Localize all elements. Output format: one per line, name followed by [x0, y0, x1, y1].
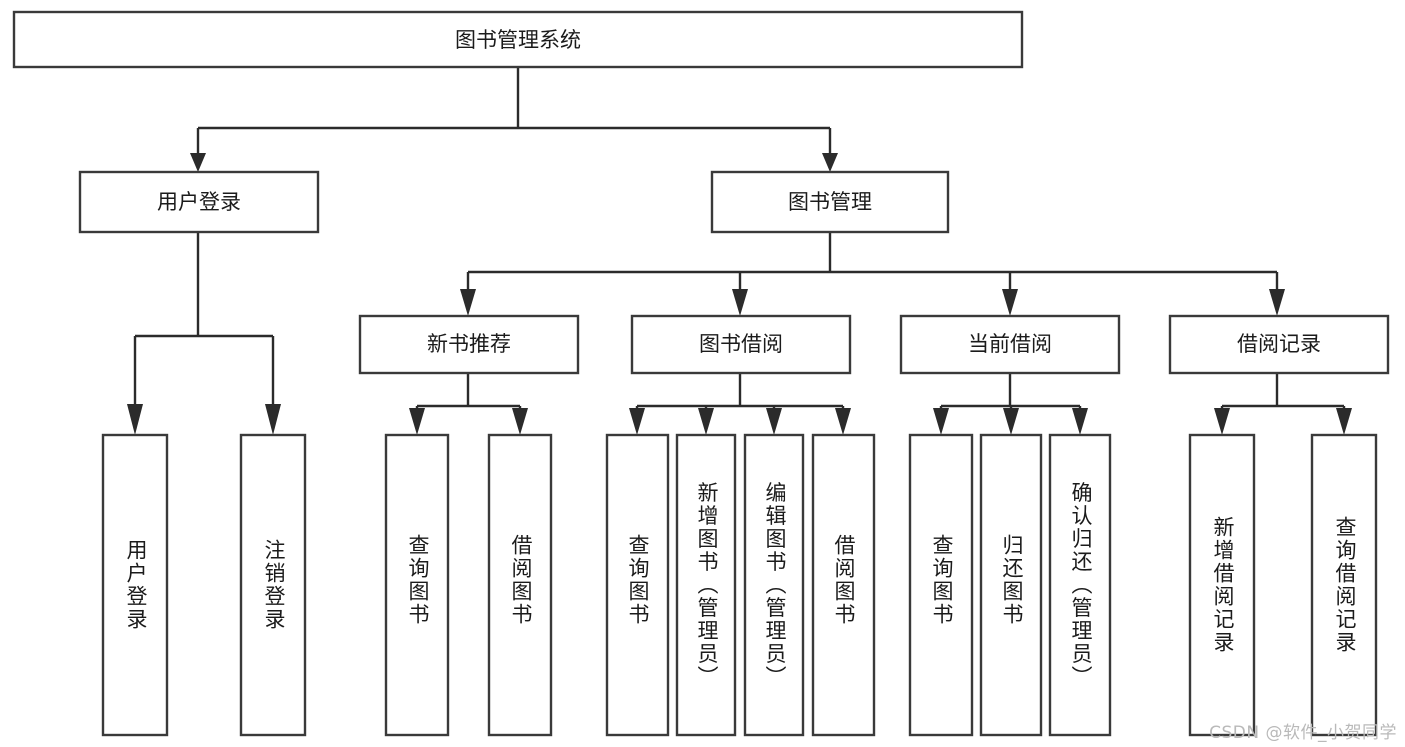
node-root-box[interactable] [12, 10, 1024, 69]
node-new-book-recommend-box[interactable] [358, 314, 580, 375]
node-borrow-record[interactable]: 借阅记录 [1168, 314, 1390, 375]
node-book-manage-label: 图书管理 [788, 190, 872, 214]
node-leaf-confirm-return-label: 确认归还（管理员） [1069, 482, 1093, 689]
node-leaf-borrow-book-1[interactable]: 借阅图书 [487, 433, 553, 737]
node-leaf-user-login[interactable]: 用户登录 [101, 433, 169, 737]
node-leaf-add-record-box[interactable] [1188, 433, 1256, 737]
arrowhead-leaf-add-book [698, 408, 714, 435]
arrowhead-new-book-recommend [460, 289, 476, 316]
node-leaf-borrow-book-1-label: 借阅图书 [509, 534, 533, 626]
arrowhead-user-login [190, 153, 206, 172]
node-leaf-return-book[interactable]: 归还图书 [979, 433, 1043, 737]
node-new-book-recommend-label: 新书推荐 [427, 332, 511, 356]
node-book-manage[interactable]: 图书管理 [710, 170, 950, 234]
arrowhead-leaf-return-book [1003, 408, 1019, 435]
node-book-borrow[interactable]: 图书借阅 [630, 314, 852, 375]
node-leaf-confirm-return[interactable]: 确认归还（管理员） [1048, 433, 1112, 737]
node-book-manage-box[interactable] [710, 170, 950, 234]
node-book-borrow-box[interactable] [630, 314, 852, 375]
node-leaf-add-book[interactable]: 新增图书（管理员） [675, 433, 737, 737]
node-leaf-logout-label: 注销登录 [262, 539, 286, 631]
arrowhead-leaf-user-login [127, 404, 143, 435]
node-leaf-query-book-3-label: 查询图书 [930, 534, 954, 626]
node-leaf-borrow-book-2-box[interactable] [811, 433, 876, 737]
arrowhead-book-borrow [732, 289, 748, 316]
arrowhead-leaf-borrow-book-1 [512, 408, 528, 435]
node-current-borrow-box[interactable] [899, 314, 1121, 375]
node-leaf-edit-book-box[interactable] [743, 433, 805, 737]
arrowhead-leaf-logout [265, 404, 281, 435]
arrowhead-leaf-query-book-3 [933, 408, 949, 435]
node-leaf-query-record-box[interactable] [1310, 433, 1378, 737]
node-user-login-label: 用户登录 [157, 190, 241, 214]
arrowhead-leaf-add-record [1214, 408, 1230, 435]
arrowhead-book-manage [822, 153, 838, 172]
node-leaf-add-record-label: 新增借阅记录 [1211, 516, 1235, 654]
node-leaf-borrow-book-1-box[interactable] [487, 433, 553, 737]
node-borrow-record-box[interactable] [1168, 314, 1390, 375]
node-leaf-logout[interactable]: 注销登录 [239, 433, 307, 737]
node-book-borrow-label: 图书借阅 [699, 332, 783, 356]
node-leaf-query-record-label: 查询借阅记录 [1333, 516, 1357, 654]
node-leaf-borrow-book-2[interactable]: 借阅图书 [811, 433, 876, 737]
node-user-login[interactable]: 用户登录 [78, 170, 320, 234]
arrowhead-borrow-record [1269, 289, 1285, 316]
node-leaf-query-book-3-box[interactable] [908, 433, 974, 737]
node-leaf-user-login-box[interactable] [101, 433, 169, 737]
arrowhead-leaf-borrow-book-2 [835, 408, 851, 435]
node-leaf-query-book-3[interactable]: 查询图书 [908, 433, 974, 737]
node-leaf-query-book-1-box[interactable] [384, 433, 450, 737]
arrowhead-leaf-edit-book [766, 408, 782, 435]
arrowhead-leaf-confirm-return [1072, 408, 1088, 435]
node-leaf-confirm-return-box[interactable] [1048, 433, 1112, 737]
node-leaf-add-book-label: 新增图书（管理员） [695, 482, 719, 689]
node-leaf-add-book-box[interactable] [675, 433, 737, 737]
arrowhead-current-borrow [1002, 289, 1018, 316]
csdn-watermark: CSDN @软件_小贺同学 [1209, 723, 1397, 743]
node-user-login-box[interactable] [78, 170, 320, 234]
node-leaf-query-record[interactable]: 查询借阅记录 [1310, 433, 1378, 737]
node-leaf-query-book-2-label: 查询图书 [626, 534, 650, 626]
node-leaf-borrow-book-2-label: 借阅图书 [832, 534, 856, 626]
node-leaf-query-book-1[interactable]: 查询图书 [384, 433, 450, 737]
node-leaf-add-record[interactable]: 新增借阅记录 [1188, 433, 1256, 737]
node-leaf-logout-box[interactable] [239, 433, 307, 737]
node-leaf-edit-book[interactable]: 编辑图书（管理员） [743, 433, 805, 737]
node-leaf-return-book-box[interactable] [979, 433, 1043, 737]
arrowhead-leaf-query-record [1336, 408, 1352, 435]
node-root[interactable]: 图书管理系统 [12, 10, 1024, 69]
node-root-label: 图书管理系统 [455, 28, 581, 52]
node-leaf-edit-book-label: 编辑图书（管理员） [763, 482, 787, 689]
node-leaf-query-book-1-label: 查询图书 [406, 534, 430, 626]
node-leaf-return-book-label: 归还图书 [1000, 534, 1024, 626]
node-leaf-user-login-label: 用户登录 [124, 539, 148, 631]
node-current-borrow[interactable]: 当前借阅 [899, 314, 1121, 375]
node-new-book-recommend[interactable]: 新书推荐 [358, 314, 580, 375]
node-current-borrow-label: 当前借阅 [968, 332, 1052, 356]
node-leaf-query-book-2-box[interactable] [605, 433, 670, 737]
arrowhead-leaf-query-book-2 [629, 408, 645, 435]
node-leaf-query-book-2[interactable]: 查询图书 [605, 433, 670, 737]
node-borrow-record-label: 借阅记录 [1237, 332, 1321, 356]
arrowhead-leaf-query-book-1 [409, 408, 425, 435]
connector-layer [127, 67, 1352, 435]
